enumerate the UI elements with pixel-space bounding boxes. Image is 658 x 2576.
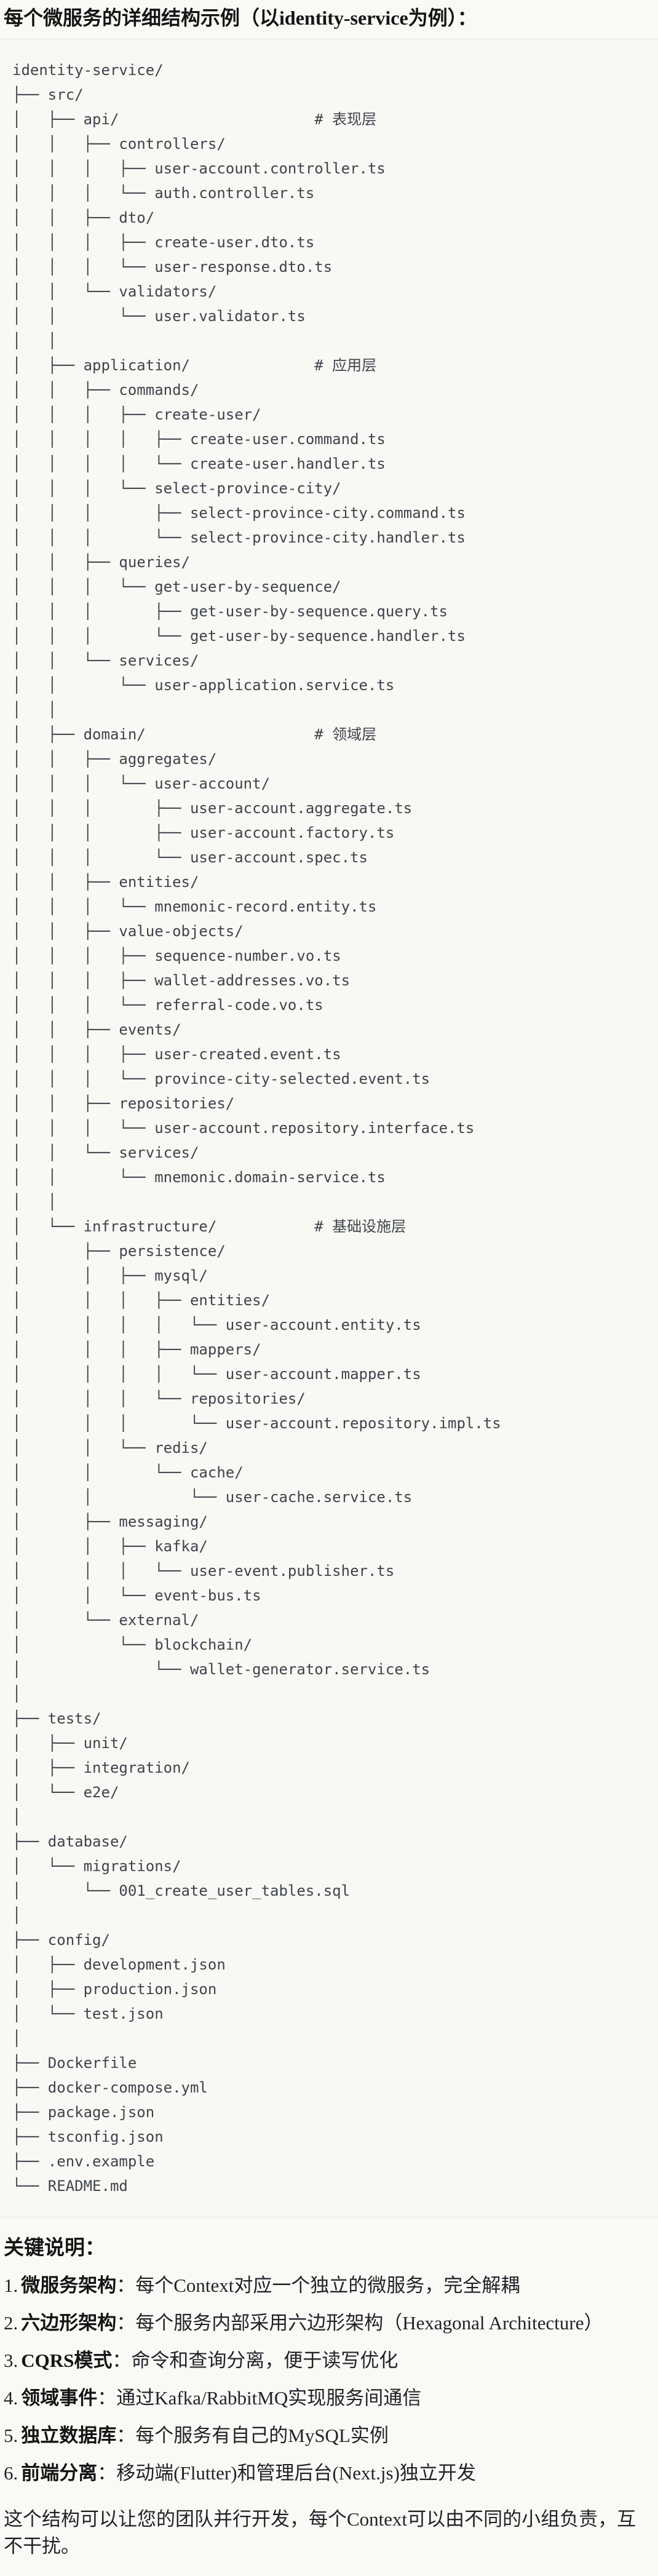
note-item: 1.微服务架构：每个Context对应一个独立的微服务，完全解耦 <box>4 2272 652 2299</box>
notes-heading: 关键说明： <box>4 2237 105 2259</box>
note-label: 独立数据库 <box>21 2425 117 2446</box>
note-item: 4.领域事件：通过Kafka/RabbitMQ实现服务间通信 <box>4 2385 652 2412</box>
notes-footer: 这个结构可以让您的团队并行开发，每个Context可以由不同的小组负责，互不干扰… <box>4 2508 636 2557</box>
note-item: 3.CQRS模式：命令和查询分离，便于读写优化 <box>4 2347 652 2374</box>
note-text: ：每个Context对应一个独立的微服务，完全解耦 <box>116 2275 520 2296</box>
directory-tree: identity-service/ ├── src/ │ ├── api/ # … <box>0 39 658 2217</box>
note-label: 前端分离 <box>21 2462 98 2484</box>
note-label: CQRS模式 <box>21 2350 113 2371</box>
page-title: 每个微服务的详细结构示例（以identity-service为例）： <box>4 7 477 29</box>
note-item: 5.独立数据库：每个服务有自己的MySQL实例 <box>4 2422 652 2449</box>
note-text: ：命令和查询分离，便于读写优化 <box>112 2350 398 2371</box>
notes-section: 关键说明： 1.微服务架构：每个Context对应一个独立的微服务，完全解耦 2… <box>0 2217 658 2576</box>
note-item: 6.前端分离：移动端(Flutter)和管理后台(Next.js)独立开发 <box>4 2460 652 2487</box>
note-text: ：移动端(Flutter)和管理后台(Next.js)独立开发 <box>97 2462 476 2484</box>
note-number: 1. <box>4 2275 18 2296</box>
note-number: 2. <box>4 2312 18 2334</box>
note-item: 2.六边形架构：每个服务内部采用六边形架构（Hexagonal Architec… <box>4 2310 652 2337</box>
note-number: 4. <box>4 2387 18 2409</box>
note-number: 5. <box>4 2425 18 2446</box>
note-label: 六边形架构 <box>21 2312 117 2334</box>
note-text: ：每个服务有自己的MySQL实例 <box>116 2425 389 2446</box>
note-label: 领域事件 <box>21 2387 98 2409</box>
note-number: 6. <box>4 2462 18 2484</box>
note-number: 3. <box>4 2350 18 2371</box>
note-text: ：通过Kafka/RabbitMQ实现服务间通信 <box>97 2387 422 2409</box>
notes-list: 1.微服务架构：每个Context对应一个独立的微服务，完全解耦 2.六边形架构… <box>4 2272 652 2487</box>
note-text: ：每个服务内部采用六边形架构（Hexagonal Architecture） <box>116 2312 603 2334</box>
note-label: 微服务架构 <box>21 2275 117 2296</box>
